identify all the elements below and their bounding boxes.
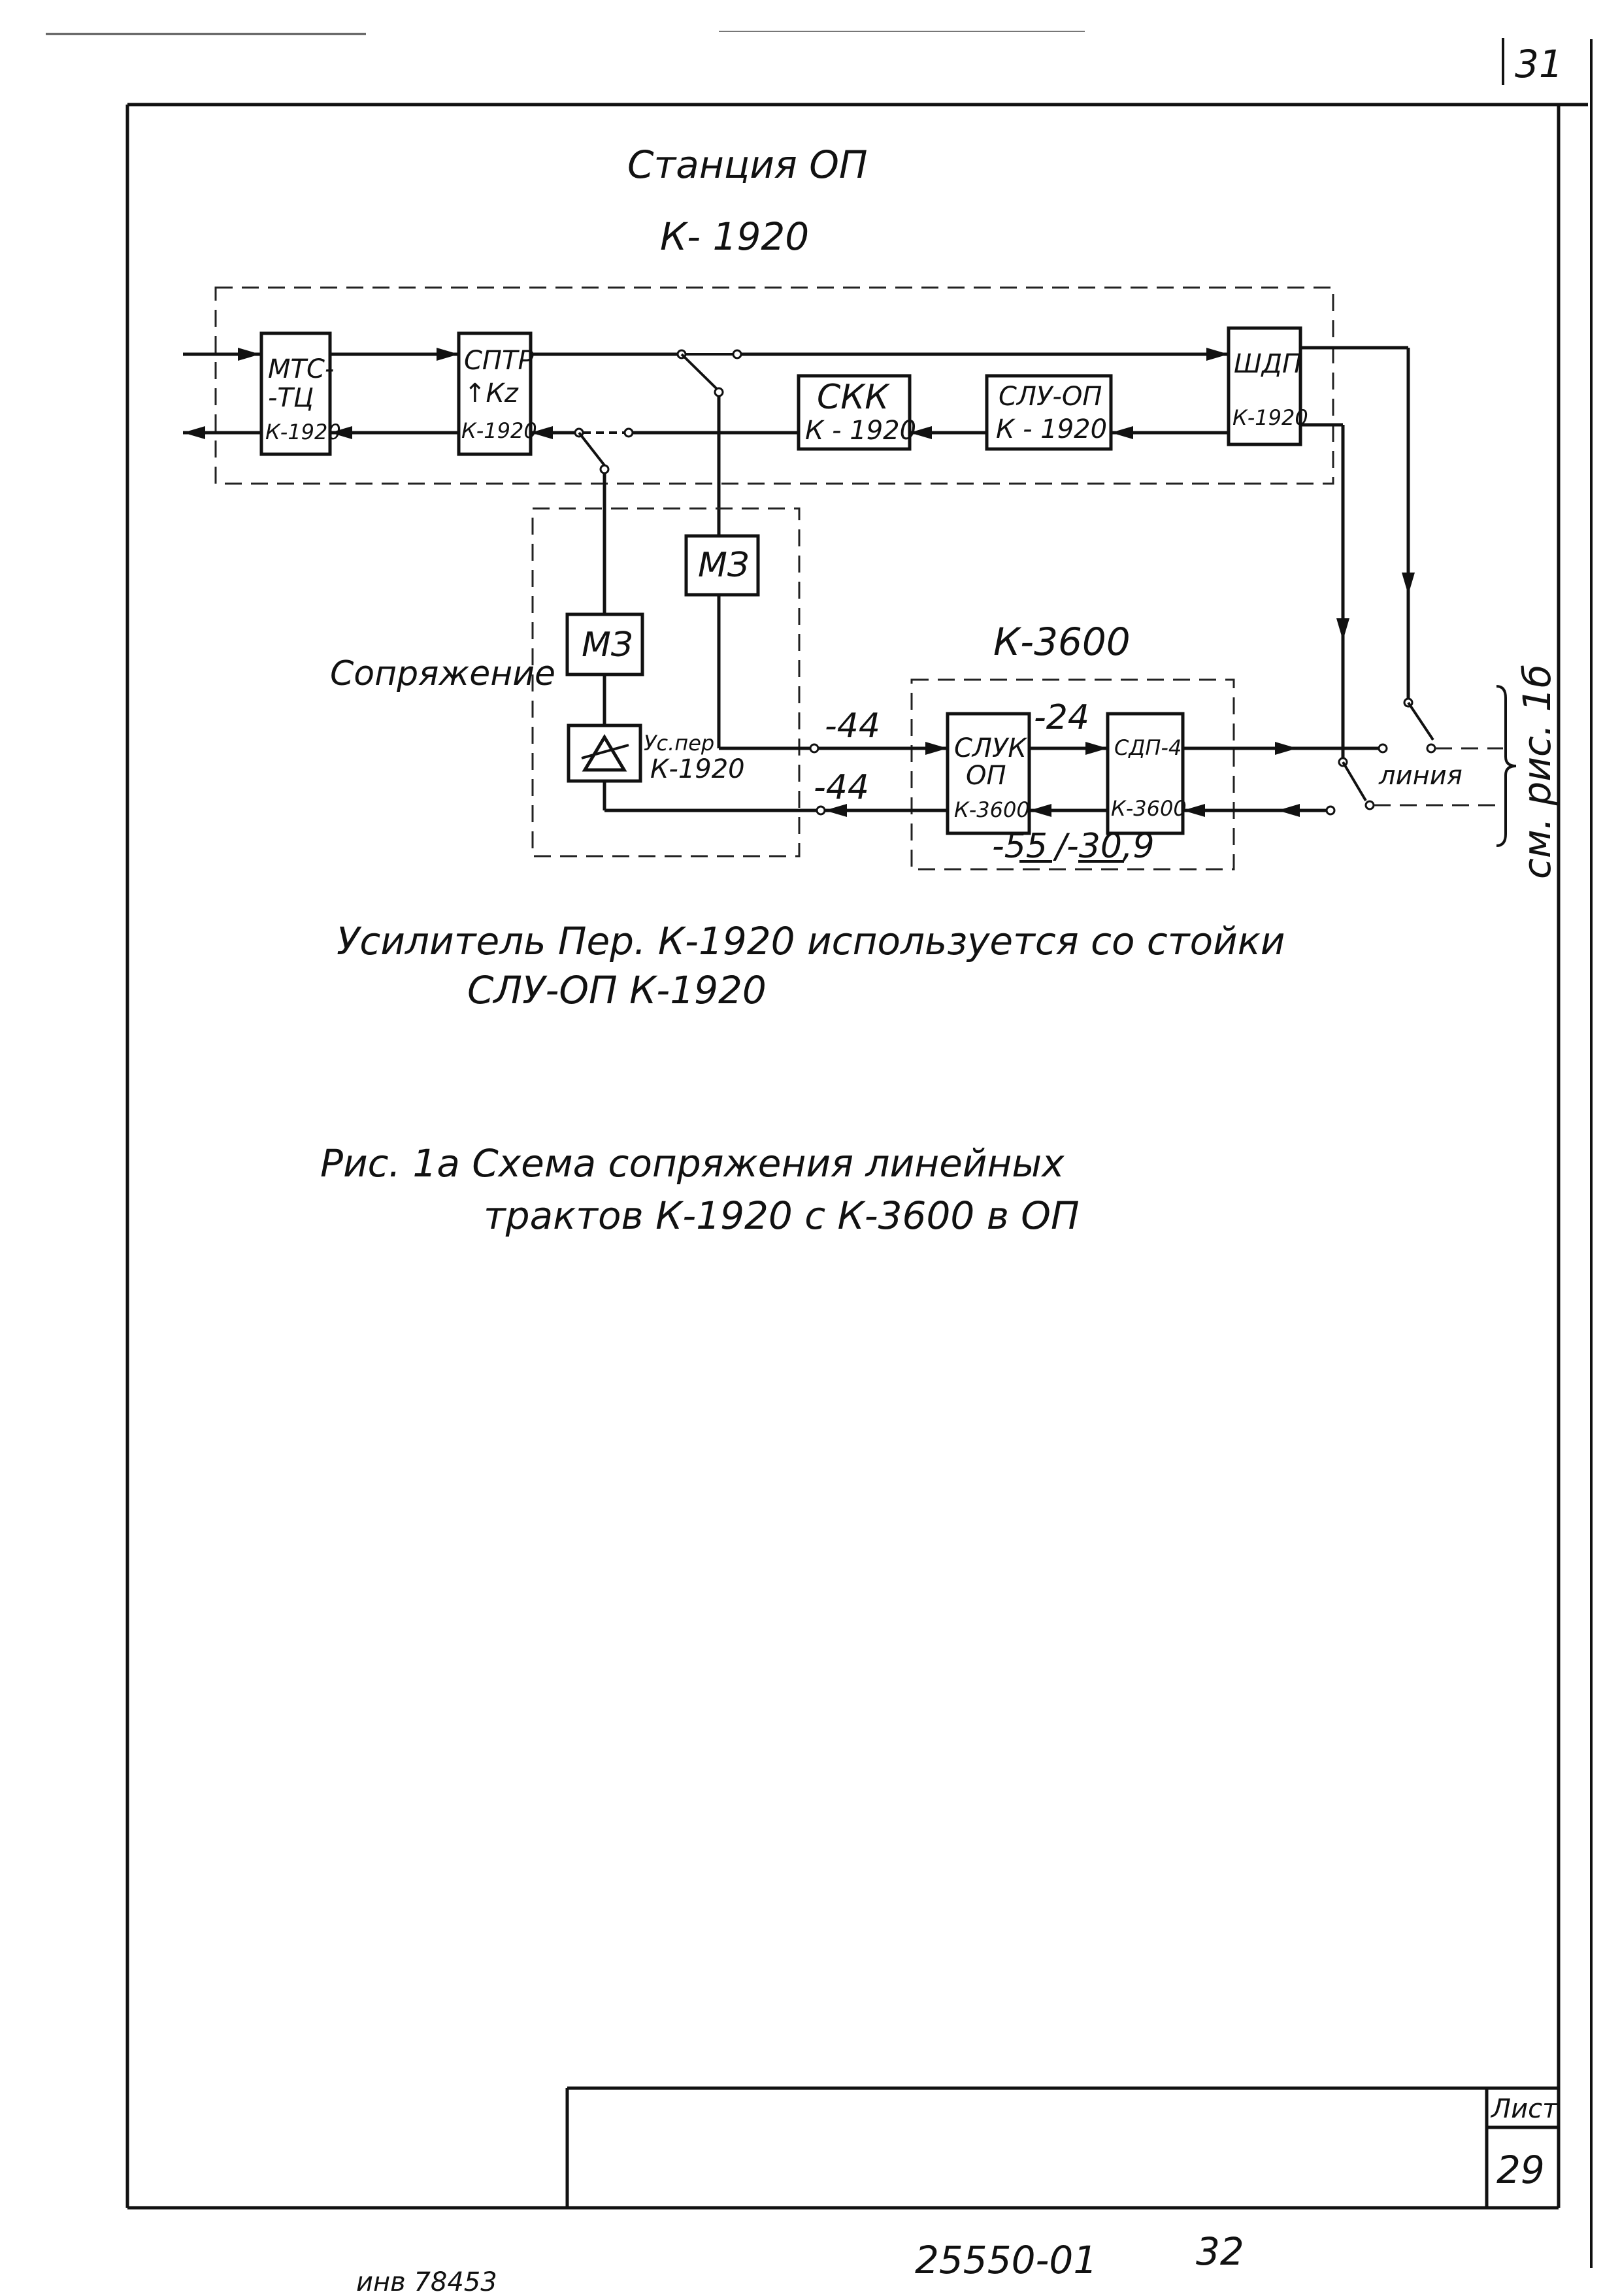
sptr-label-3: К-1920 xyxy=(461,418,537,443)
shdp-label-1: ШДП xyxy=(1234,349,1302,379)
sluk-label-1: СЛУК xyxy=(954,733,1027,763)
sdp-label-1: СДП-4 xyxy=(1114,735,1182,760)
corner-number: 31 xyxy=(1515,42,1563,86)
amp-usage-note-line2: СЛУ-ОП К-1920 xyxy=(467,968,767,1012)
switch-blade xyxy=(578,431,606,467)
figure-caption-line2: трактов К-1920 с К-3600 в ОП xyxy=(484,1193,1080,1238)
arrow-head xyxy=(531,426,553,439)
arrow-head xyxy=(1029,804,1051,817)
station-title: Станция ОП xyxy=(627,142,868,187)
sluk-label-3: К-3600 xyxy=(954,797,1030,822)
switch-blade xyxy=(1342,761,1367,802)
level-node xyxy=(809,743,819,754)
block-amplifier xyxy=(567,724,642,783)
switch-node xyxy=(714,387,724,397)
arrow-head xyxy=(1085,742,1108,755)
block-sdp4 xyxy=(1106,712,1185,835)
arrow-head xyxy=(1183,804,1205,817)
arrow-head xyxy=(238,348,260,361)
line-node xyxy=(1364,800,1375,810)
amp-usage-note-line1: Усилитель Пер. К-1920 используется со ст… xyxy=(337,919,1285,963)
sptr-label-1: СПТР xyxy=(464,346,534,376)
block-sluk-op xyxy=(946,712,1031,835)
k1920-group-outline xyxy=(214,286,1334,485)
block-skk xyxy=(797,374,912,451)
arrow-head xyxy=(183,426,205,439)
level-d-2: -30,9 xyxy=(1066,827,1155,866)
level-b: -44 xyxy=(814,768,869,807)
station-system: К- 1920 xyxy=(660,214,809,259)
arrow-head xyxy=(1402,573,1415,595)
amp-label-1: Ус.пер xyxy=(644,731,714,756)
sptr-label-2: ↑Кz xyxy=(464,378,519,408)
sluop-label-2: К - 1920 xyxy=(996,414,1107,444)
level-c: -24 xyxy=(1034,698,1089,737)
switch-blade xyxy=(1407,701,1434,741)
see-reference: см. рис. 1б xyxy=(1515,665,1559,879)
level-a: -44 xyxy=(825,707,880,746)
switch-node xyxy=(599,464,610,474)
block-mz-lower xyxy=(565,612,644,676)
mts-label-1: МТС- xyxy=(268,354,334,384)
arrow-head xyxy=(437,348,459,361)
sluop-label-1: СЛУ-ОП xyxy=(999,382,1102,412)
k3600-label: К-3600 xyxy=(993,620,1131,664)
switch-node xyxy=(623,427,634,438)
switch-node xyxy=(732,349,742,359)
arrow-head xyxy=(1336,618,1349,641)
level-d-1: -55 xyxy=(992,827,1048,866)
block-mts-tc xyxy=(259,331,332,456)
arrow-head xyxy=(910,426,932,439)
amp-label-2: К-1920 xyxy=(650,754,745,784)
arrow-head xyxy=(1206,348,1229,361)
line-node xyxy=(1426,743,1436,754)
k3600-group-outline xyxy=(910,678,1235,871)
mz-upper-label: МЗ xyxy=(698,546,749,585)
skk-label-2: К - 1920 xyxy=(805,416,916,446)
amplifier-icon-slash xyxy=(581,744,629,759)
block-slu-op xyxy=(985,374,1113,451)
block-mz-upper xyxy=(684,534,760,597)
interface-label: Сопряжение xyxy=(330,654,555,693)
sluk-label-2: ОП xyxy=(966,761,1006,791)
interface-group-outline xyxy=(531,507,801,857)
sheet-label: Лист xyxy=(1490,2094,1559,2124)
line-node xyxy=(1378,743,1388,754)
document-number: 25550-01 xyxy=(915,2238,1097,2282)
mz-lower-label: МЗ xyxy=(582,625,633,665)
sheet-number: 29 xyxy=(1496,2148,1545,2192)
arrow-head xyxy=(1278,804,1300,817)
block-shdp xyxy=(1227,326,1302,446)
inventory-stamp: инв 78453 xyxy=(356,2267,497,2293)
switch-blade xyxy=(680,353,720,392)
block-sptr xyxy=(457,331,533,456)
line-brace xyxy=(1496,685,1517,847)
arrow-head xyxy=(330,426,352,439)
sdp-label-2: К-3600 xyxy=(1111,796,1187,821)
skk-label-1: СКК xyxy=(817,378,890,417)
shdp-label-2: К-1920 xyxy=(1232,405,1308,430)
arrow-head xyxy=(1275,742,1297,755)
mts-label-2: -ТЦ xyxy=(268,383,314,413)
figure-caption-line1: Рис. 1а Схема сопряжения линейных xyxy=(320,1141,1065,1186)
level-node xyxy=(816,805,826,816)
arrow-head xyxy=(925,742,948,755)
document-page: 32 xyxy=(1196,2229,1244,2274)
line-label: линия xyxy=(1378,761,1463,791)
arrow-head xyxy=(1111,426,1133,439)
mts-label-3: К-1920 xyxy=(265,420,341,444)
line-node xyxy=(1325,805,1336,816)
arrow-head xyxy=(825,804,847,817)
